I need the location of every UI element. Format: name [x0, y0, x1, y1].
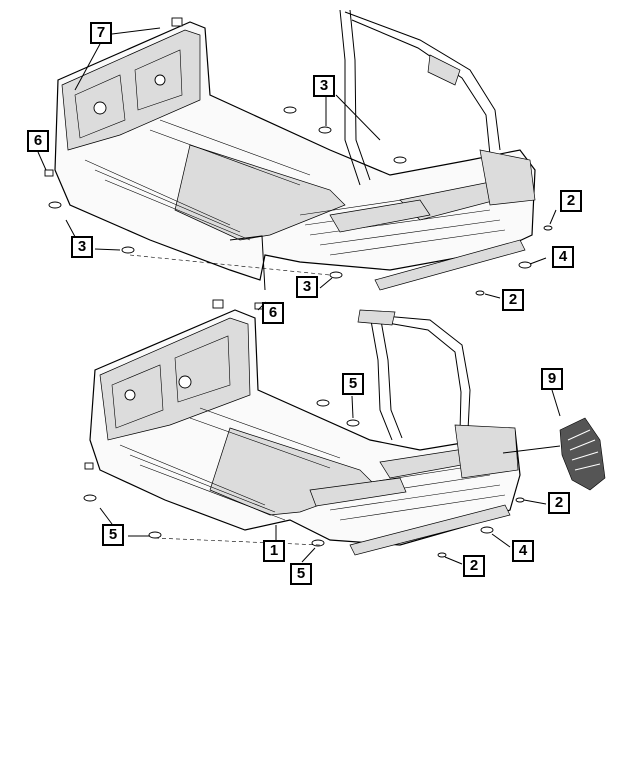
callout-bottom-6: 6: [262, 302, 284, 324]
callout-top-7: 7: [90, 22, 112, 44]
callout-top-3-left: 3: [71, 236, 93, 258]
floor-mat-insert: [559, 417, 606, 491]
callout-top-2-lower: 2: [502, 289, 524, 311]
callout-bottom-4: 4: [512, 540, 534, 562]
top-floor-pan-assembly: [37, 9, 557, 299]
callout-bottom-5-lower: 5: [290, 563, 312, 585]
callout-bottom-9: 9: [541, 368, 563, 390]
callout-bottom-1: 1: [263, 540, 285, 562]
callout-bottom-2-right: 2: [548, 492, 570, 514]
callout-top-4: 4: [552, 246, 574, 268]
callout-bottom-2-lower: 2: [463, 555, 485, 577]
callout-top-6: 6: [27, 130, 49, 152]
bottom-floor-pan-assembly: [83, 299, 606, 565]
callout-bottom-5-left: 5: [102, 524, 124, 546]
callout-top-3-upper: 3: [313, 75, 335, 97]
callout-top-3-center: 3: [296, 276, 318, 298]
callout-bottom-5-upper: 5: [342, 373, 364, 395]
callout-top-2-right: 2: [560, 190, 582, 212]
